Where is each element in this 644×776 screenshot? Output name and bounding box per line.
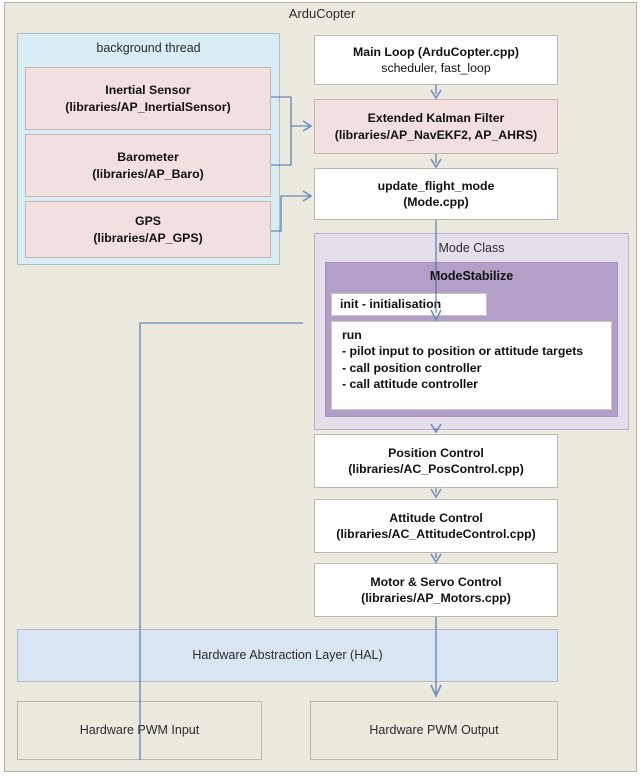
sensor-inertial-name: Inertial Sensor bbox=[105, 83, 191, 98]
attitude-control-box[interactable]: Attitude Control (libraries/AC_AttitudeC… bbox=[314, 499, 558, 553]
position-control-name: Position Control bbox=[388, 445, 484, 460]
ekf-box[interactable]: Extended Kalman Filter (libraries/AP_Nav… bbox=[314, 99, 558, 154]
sensor-gps-box[interactable]: GPS (libraries/AP_GPS) bbox=[25, 201, 271, 258]
mode-run-title: run bbox=[342, 328, 362, 342]
main-loop-name: Main Loop (ArduCopter.cpp) bbox=[353, 44, 519, 59]
mode-run-item-1: - call position controller bbox=[342, 360, 482, 375]
background-thread-label: background thread bbox=[96, 41, 201, 55]
sensor-gps-path: (libraries/AP_GPS) bbox=[93, 230, 203, 245]
hardware-pwm-output-box[interactable]: Hardware PWM Output bbox=[310, 701, 558, 760]
ekf-path: (libraries/AP_NavEKF2, AP_AHRS) bbox=[334, 127, 538, 142]
hardware-pwm-input-box[interactable]: Hardware PWM Input bbox=[17, 701, 262, 760]
mode-init-box[interactable]: init - initialisation bbox=[331, 293, 487, 316]
ekf-name: Extended Kalman Filter bbox=[367, 111, 505, 126]
update-flight-mode-name: update_flight_mode bbox=[377, 178, 495, 193]
position-control-path: (libraries/AC_PosControl.cpp) bbox=[348, 462, 524, 476]
mode-class-label: Mode Class bbox=[438, 241, 505, 255]
mode-init-label: init - initialisation bbox=[340, 297, 442, 312]
mode-run-item-0: - pilot input to position or attitude ta… bbox=[342, 344, 584, 359]
sensor-inertial-path: (libraries/AP_InertialSensor) bbox=[65, 99, 231, 114]
diagram-title: ArduCopter bbox=[288, 6, 356, 21]
motor-servo-control-box[interactable]: Motor & Servo Control (libraries/AP_Moto… bbox=[314, 563, 558, 617]
main-loop-box[interactable]: Main Loop (ArduCopter.cpp) scheduler, fa… bbox=[314, 35, 558, 85]
sensor-gps-name: GPS bbox=[135, 214, 161, 229]
sensor-barometer-path: (libraries/AP_Baro) bbox=[92, 166, 204, 181]
hardware-pwm-input-label: Hardware PWM Input bbox=[79, 723, 200, 738]
mode-stabilize-title: ModeStabilize bbox=[429, 269, 514, 283]
motor-servo-path: (libraries/AP_Motors.cpp) bbox=[361, 591, 511, 605]
mode-run-box[interactable]: run - pilot input to position or attitud… bbox=[331, 321, 612, 410]
attitude-control-name: Attitude Control bbox=[389, 510, 483, 525]
attitude-control-path: (libraries/AC_AttitudeControl.cpp) bbox=[336, 527, 536, 541]
update-flight-mode-path: (Mode.cpp) bbox=[403, 195, 469, 209]
motor-servo-name: Motor & Servo Control bbox=[370, 574, 502, 589]
sensor-inertial-box[interactable]: Inertial Sensor (libraries/AP_InertialSe… bbox=[25, 67, 271, 130]
update-flight-mode-box[interactable]: update_flight_mode (Mode.cpp) bbox=[314, 168, 558, 220]
sensor-barometer-box[interactable]: Barometer (libraries/AP_Baro) bbox=[25, 134, 271, 197]
hal-label: Hardware Abstraction Layer (HAL) bbox=[192, 648, 383, 663]
main-loop-path: scheduler, fast_loop bbox=[381, 61, 491, 75]
hardware-pwm-output-label: Hardware PWM Output bbox=[369, 723, 499, 738]
mode-run-item-2: - call attitude controller bbox=[342, 377, 478, 392]
hal-box[interactable]: Hardware Abstraction Layer (HAL) bbox=[17, 629, 558, 682]
position-control-box[interactable]: Position Control (libraries/AC_PosContro… bbox=[314, 434, 558, 488]
sensor-barometer-name: Barometer bbox=[117, 150, 179, 165]
